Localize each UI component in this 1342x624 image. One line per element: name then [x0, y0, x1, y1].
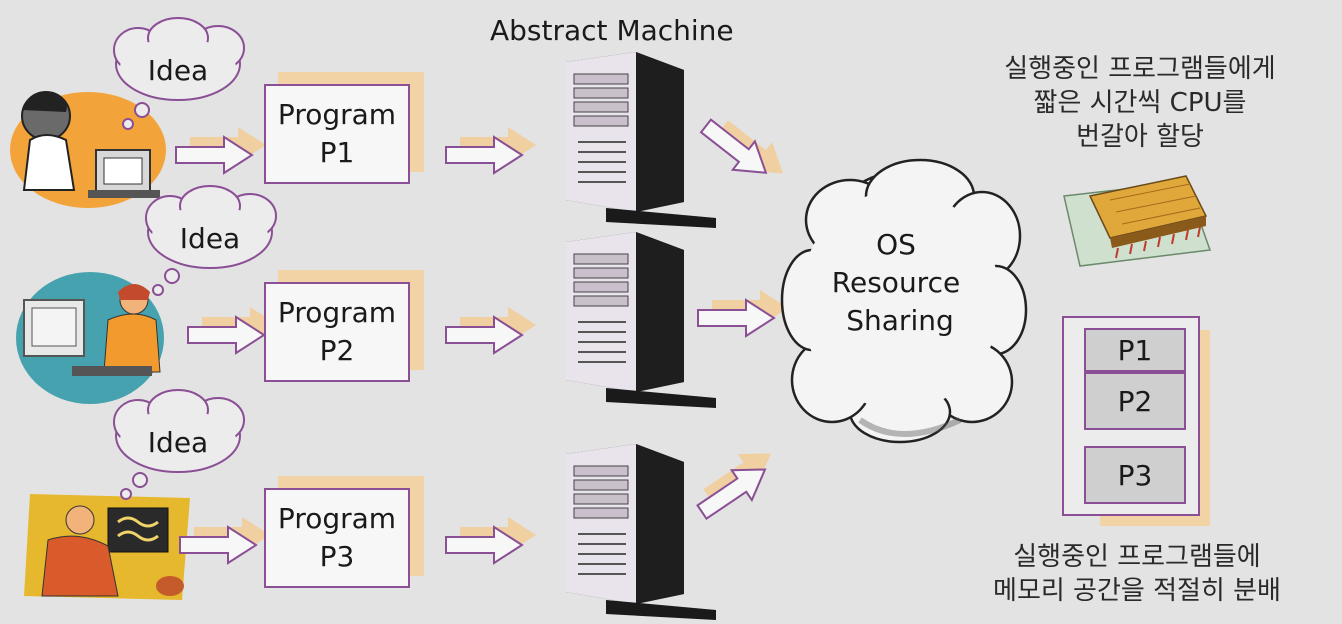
arrow-person3-to-p3	[179, 517, 270, 564]
arrow-machine3-to-os	[690, 438, 782, 528]
arrow-person1-to-p1	[175, 127, 266, 174]
memory-allocation-note: 실행중인 프로그램들에 메모리 공간을 적절히 분배	[952, 540, 1322, 608]
os-label-line2: Resource	[832, 266, 960, 299]
idea-label-1: Idea	[148, 54, 208, 87]
idea-label-2: Idea	[180, 222, 240, 255]
arrow-p3-to-machine3	[445, 517, 536, 564]
arrow-p2-to-machine2	[445, 307, 536, 354]
server-3	[565, 443, 717, 621]
memory-block-p2: P2	[1084, 372, 1186, 430]
cpu-allocation-note: 실행중인 프로그램들에게 짧은 시간씩 CPU를 번갈아 할당	[960, 52, 1320, 154]
program-p1-line1: Program	[277, 98, 397, 131]
arrow-machine2-to-os	[697, 290, 788, 337]
program-p3-line2: P3	[319, 540, 355, 573]
memory-block-p1: P1	[1084, 328, 1186, 372]
os-label-line3: Sharing	[846, 304, 954, 337]
program-box-p2: Program P2	[264, 270, 424, 382]
cpu-note-line3: 번갈아 할당	[1076, 122, 1204, 152]
program-box-p3: Program P3	[264, 476, 424, 588]
program-p2-line1: Program	[277, 296, 397, 329]
os-resource-cloud	[780, 158, 1028, 444]
arrow-machine1-to-os	[693, 110, 795, 188]
program-box-face: Program P2	[264, 282, 410, 382]
memory-note-line1: 실행중인 프로그램들에	[1013, 542, 1261, 572]
person-3-illustration	[24, 494, 190, 600]
cpu-chip-icon	[1063, 175, 1212, 267]
program-p2-line2: P2	[319, 334, 355, 367]
abstract-machine-title: Abstract Machine	[490, 14, 734, 47]
arrow-p1-to-machine1	[445, 127, 536, 174]
person-2-illustration	[16, 272, 164, 404]
memory-block-p3: P3	[1084, 446, 1186, 504]
memory-diagram: P1 P2 P3	[1062, 316, 1214, 528]
program-box-face: Program P1	[264, 84, 410, 184]
cpu-note-line1: 실행중인 프로그램들에게	[1004, 54, 1276, 84]
program-box-p1: Program P1	[264, 72, 424, 184]
program-p3-line1: Program	[277, 502, 397, 535]
memory-note-line2: 메모리 공간을 적절히 분배	[993, 576, 1281, 606]
server-1	[565, 51, 717, 229]
server-2	[565, 231, 717, 409]
idea-label-3: Idea	[148, 426, 208, 459]
program-p1-line2: P1	[319, 136, 355, 169]
os-label-line1: OS	[876, 228, 916, 261]
cpu-note-line2: 짧은 시간씩 CPU를	[1033, 88, 1247, 118]
program-box-face: Program P3	[264, 488, 410, 588]
